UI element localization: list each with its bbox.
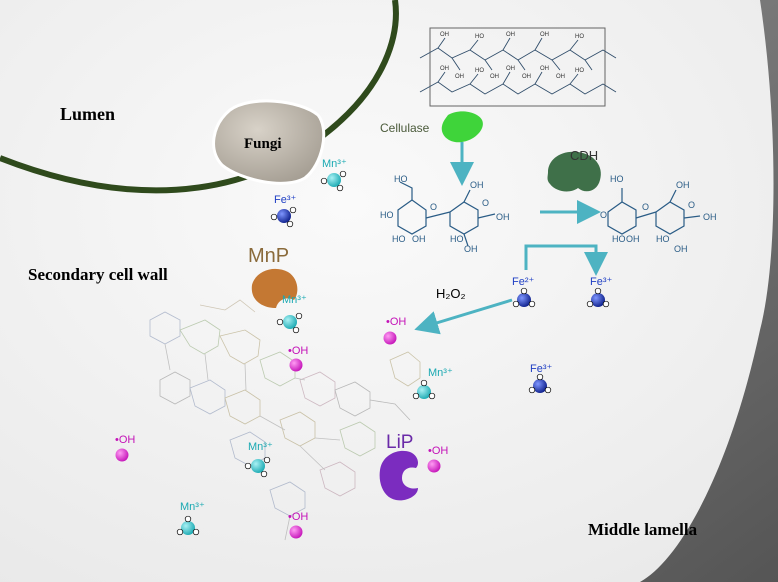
svg-text:OH: OH [490,74,499,80]
svg-text:OH: OH [676,180,690,190]
svg-text:OH: OH [496,212,510,222]
middle-lamella-label: Middle lamella [588,520,698,539]
svg-text:OH: OH [440,32,449,38]
oh-label: •OH [115,434,135,446]
cellobionolactone-molecule [607,188,701,235]
mn3-label: Mn³⁺ [248,441,273,453]
mnp-enzyme: MnP [248,245,298,308]
svg-text:OH: OH [412,234,426,244]
mn3-label: Mn³⁺ [428,367,453,379]
mn3-ion-3: Mn³⁺ [244,441,273,478]
arrow-fenton [414,298,513,335]
svg-text:OH: OH [470,180,484,190]
svg-text:HO: HO [612,234,626,244]
lignin-polymer [149,299,421,541]
svg-text:OH: OH [464,244,478,254]
svg-text:HO: HO [656,234,670,244]
cdh-enzyme: CDH [547,148,601,192]
oh-radical-1: •OH [383,316,406,345]
mn3-ion-2: Mn³⁺ [412,367,453,400]
cellulase-label: Cellulase [380,121,430,135]
svg-text:OH: OH [674,244,688,254]
svg-text:HO: HO [475,68,484,74]
oh-radical-2: •OH [288,345,308,372]
svg-text:OH: OH [626,234,640,244]
svg-text:OH: OH [540,32,549,38]
mn3-label: Mn³⁺ [282,294,307,306]
svg-text:HO: HO [575,68,584,74]
fe2-ion: Fe²⁺ [512,276,536,308]
lip-label: LiP [386,432,413,453]
fe3-ion-1: Fe³⁺ [270,194,297,228]
fe3-label: Fe³⁺ [530,363,553,375]
svg-text:HO: HO [450,234,464,244]
svg-text:HO: HO [394,174,408,184]
cellulase-enzyme: Cellulase [380,111,483,143]
svg-text:O: O [482,198,489,208]
fe2-label: Fe²⁺ [512,276,535,288]
oh-label: •OH [428,445,448,457]
svg-text:HO: HO [392,234,406,244]
lip-enzyme: LiP [379,432,418,501]
svg-text:OH: OH [540,66,549,72]
fungi-label: Fungi [244,136,282,152]
svg-text:O: O [600,210,607,220]
fe3-label: Fe³⁺ [274,194,297,206]
mn3-label: Mn³⁺ [180,501,205,513]
svg-text:O: O [430,202,437,212]
svg-text:HO: HO [575,34,584,40]
fe3-label: Fe³⁺ [590,276,613,288]
mn3-label: Mn³⁺ [322,158,347,170]
svg-text:OH: OH [440,66,449,72]
cdh-label: CDH [570,148,598,163]
mn3-ion-4: Mn³⁺ [176,501,205,536]
svg-text:O: O [688,200,695,210]
fungi-cell: Fungi [212,99,326,185]
oh-radical-4: •OH [427,445,448,473]
svg-text:OH: OH [522,74,531,80]
svg-text:HO: HO [475,34,484,40]
cellulose-polymer [419,27,617,107]
oh-label: •OH [386,316,406,328]
svg-text:OH: OH [556,74,565,80]
lumen-label: Lumen [60,104,115,124]
cellulose-oh-labels: OH HO OH OH HO OH HO OH OH HO OH OH OH OH [440,32,584,80]
cellobiose-molecule [397,181,496,247]
svg-text:HO: HO [380,210,394,220]
oh-radical-3: •OH [115,434,135,462]
svg-text:O: O [642,202,649,212]
svg-text:OH: OH [506,32,515,38]
arrow-fe-redox [524,244,608,276]
svg-text:OH: OH [455,74,464,80]
svg-text:OH: OH [506,66,515,72]
svg-text:OH: OH [703,212,717,222]
mnp-label: MnP [248,245,289,267]
mn3-ion-mnp: Mn³⁺ [276,294,307,334]
h2o2-label: H₂O₂ [436,286,466,301]
fe3-ion-2: Fe³⁺ [586,276,613,308]
fe3-ion-3: Fe³⁺ [528,363,553,394]
mn3-ion-1: Mn³⁺ [320,158,347,192]
oh-radical-5: •OH [288,511,308,539]
secondary-wall-label: Secondary cell wall [28,265,168,284]
svg-text:HO: HO [610,174,624,184]
oh-label: •OH [288,511,308,523]
oh-label: •OH [288,345,308,357]
